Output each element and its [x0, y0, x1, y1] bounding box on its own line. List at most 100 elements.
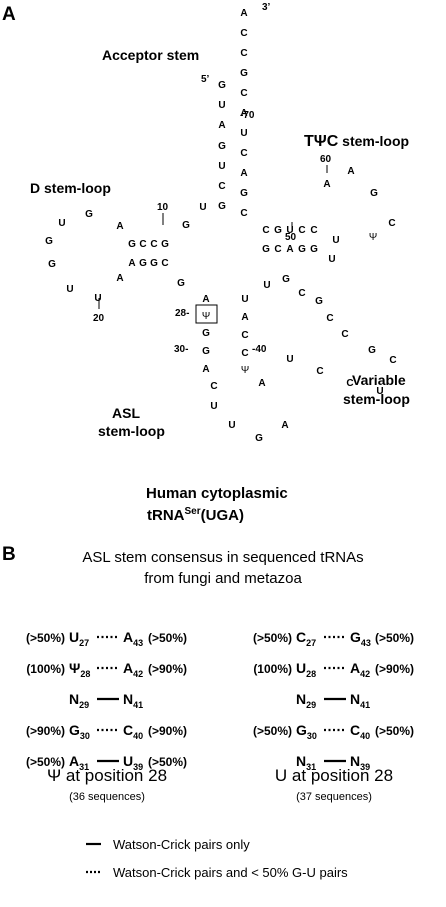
- d-loop-nt-7: U: [94, 293, 101, 304]
- psi28-box: [195, 304, 218, 324]
- right-percentage: (>50%): [148, 631, 187, 645]
- right-caption-main: U at position 28: [275, 766, 393, 785]
- d-stem-top-nt-3: C: [150, 239, 157, 250]
- d-loop-nt-4: G: [45, 236, 53, 247]
- d-stem-top-nt-2: C: [139, 239, 146, 250]
- position-30: 30-: [174, 344, 188, 355]
- right-base: N39: [350, 753, 370, 772]
- acceptor-3p-nt-8: C: [240, 148, 247, 159]
- right-base: A42: [350, 660, 370, 679]
- variable-arm-nt-4: G: [315, 296, 323, 307]
- right-percentage: (>50%): [375, 724, 414, 738]
- left-percentage: (100%): [253, 662, 292, 676]
- variable-arm-nt-12: U: [286, 354, 293, 365]
- title-trna: tRNA: [147, 507, 185, 524]
- d-loop-nt-8: A: [116, 273, 123, 284]
- t-stem-bottom-nt-1: G: [262, 244, 270, 255]
- psi28-row-2: (100%) Ψ28 A42 (>90%): [26, 660, 187, 679]
- acceptor-3p-nt-2: C: [240, 28, 247, 39]
- t-loop-nt-4: G: [370, 188, 378, 199]
- asl-5p-nt-8: U: [210, 401, 217, 412]
- left-base: G30: [69, 722, 90, 741]
- asl-5p-nt-3: Ψ: [202, 311, 210, 322]
- left-base: N29: [296, 691, 316, 710]
- t-loop-nt-5: C: [388, 218, 395, 229]
- label-5-prime: 5’: [201, 74, 210, 85]
- panel-a-label: A: [2, 4, 16, 25]
- right-percentage: (>50%): [148, 755, 187, 769]
- acceptor-5p-nt-6: C: [218, 181, 225, 192]
- position-20: 20: [93, 313, 105, 324]
- d-loop-nt-3: U: [58, 218, 65, 229]
- d-loop-nt-1: A: [116, 221, 123, 232]
- tpsic-stem-loop-label: TΨC stem-loop: [304, 133, 409, 150]
- title-anticodon: (UGA): [201, 507, 244, 524]
- label-3-prime: 3’: [262, 2, 271, 13]
- t-loop-nt-2: A: [323, 179, 330, 190]
- position-50: 50: [285, 232, 297, 243]
- asl-label-line1: ASL: [112, 405, 140, 421]
- variable-label-line1: Variable: [352, 372, 406, 388]
- acceptor-3p-nt-10: G: [240, 188, 248, 199]
- acceptor-stem-label: Acceptor stem: [102, 47, 199, 63]
- acceptor-3p-nt-1: A: [240, 8, 247, 19]
- t-stem-bottom-nt-4: G: [298, 244, 306, 255]
- left-base: U27: [69, 629, 89, 648]
- asl-3p-nt-4: C: [241, 348, 248, 359]
- title-superscript: Ser: [185, 506, 201, 517]
- right-percentage: (>90%): [148, 662, 187, 676]
- right-base: N41: [123, 691, 143, 710]
- molecule-title-line2: tRNASer(UGA): [147, 506, 244, 524]
- left-base: A31: [69, 753, 89, 772]
- asl-loop-nt-1: U: [228, 420, 235, 431]
- panel-b-title-line2: from fungi and metazoa: [144, 570, 302, 587]
- left-base: Ψ28: [69, 660, 90, 679]
- acceptor-3p-nt-6: A: [240, 108, 247, 119]
- right-percentage: (>90%): [375, 662, 414, 676]
- left-percentage: (100%): [26, 662, 65, 676]
- acceptor-3p-nt-5: C: [240, 88, 247, 99]
- left-percentage: (>50%): [253, 631, 292, 645]
- right-percentage: (>50%): [375, 631, 414, 645]
- d-stem-bottom-nt-1: A: [128, 258, 135, 269]
- d-stem-top-nt-1: G: [128, 239, 136, 250]
- acceptor-3p-nt-3: C: [240, 48, 247, 59]
- acceptor-3p-nt-11: C: [240, 208, 247, 219]
- left-caption-sub: (36 sequences): [69, 791, 145, 803]
- variable-arm-nt-9: U: [376, 386, 383, 397]
- right-base: G43: [350, 629, 371, 648]
- molecule-title-line1: Human cytoplasmic: [146, 485, 288, 502]
- panel-b-label: B: [2, 544, 16, 565]
- d-stem-loop-label: D stem-loop: [30, 180, 111, 196]
- left-caption-main: Ψ at position 28: [47, 766, 167, 785]
- right-percentage: (>90%): [148, 724, 187, 738]
- acceptor-5p-nt-4: G: [218, 141, 226, 152]
- legend-solid-text: Watson-Crick pairs only: [113, 837, 250, 852]
- right-base: C40: [123, 722, 143, 741]
- acceptor-5p-nt-2: U: [218, 100, 225, 111]
- right-base: A42: [123, 660, 143, 679]
- acceptor-5p-nt-3: A: [218, 120, 225, 131]
- junction-nt-1: U: [199, 202, 206, 213]
- u28-row-3: N29 N41: [296, 691, 370, 710]
- asl-5p-nt-6: A: [202, 364, 209, 375]
- right-base: C40: [350, 722, 370, 741]
- right-base: N41: [350, 691, 370, 710]
- position-60: 60: [320, 154, 332, 165]
- t-stem-top-nt-4: C: [298, 225, 305, 236]
- t-loop-nt-6: Ψ: [369, 232, 377, 243]
- d-stem-bottom-nt-4: C: [161, 258, 168, 269]
